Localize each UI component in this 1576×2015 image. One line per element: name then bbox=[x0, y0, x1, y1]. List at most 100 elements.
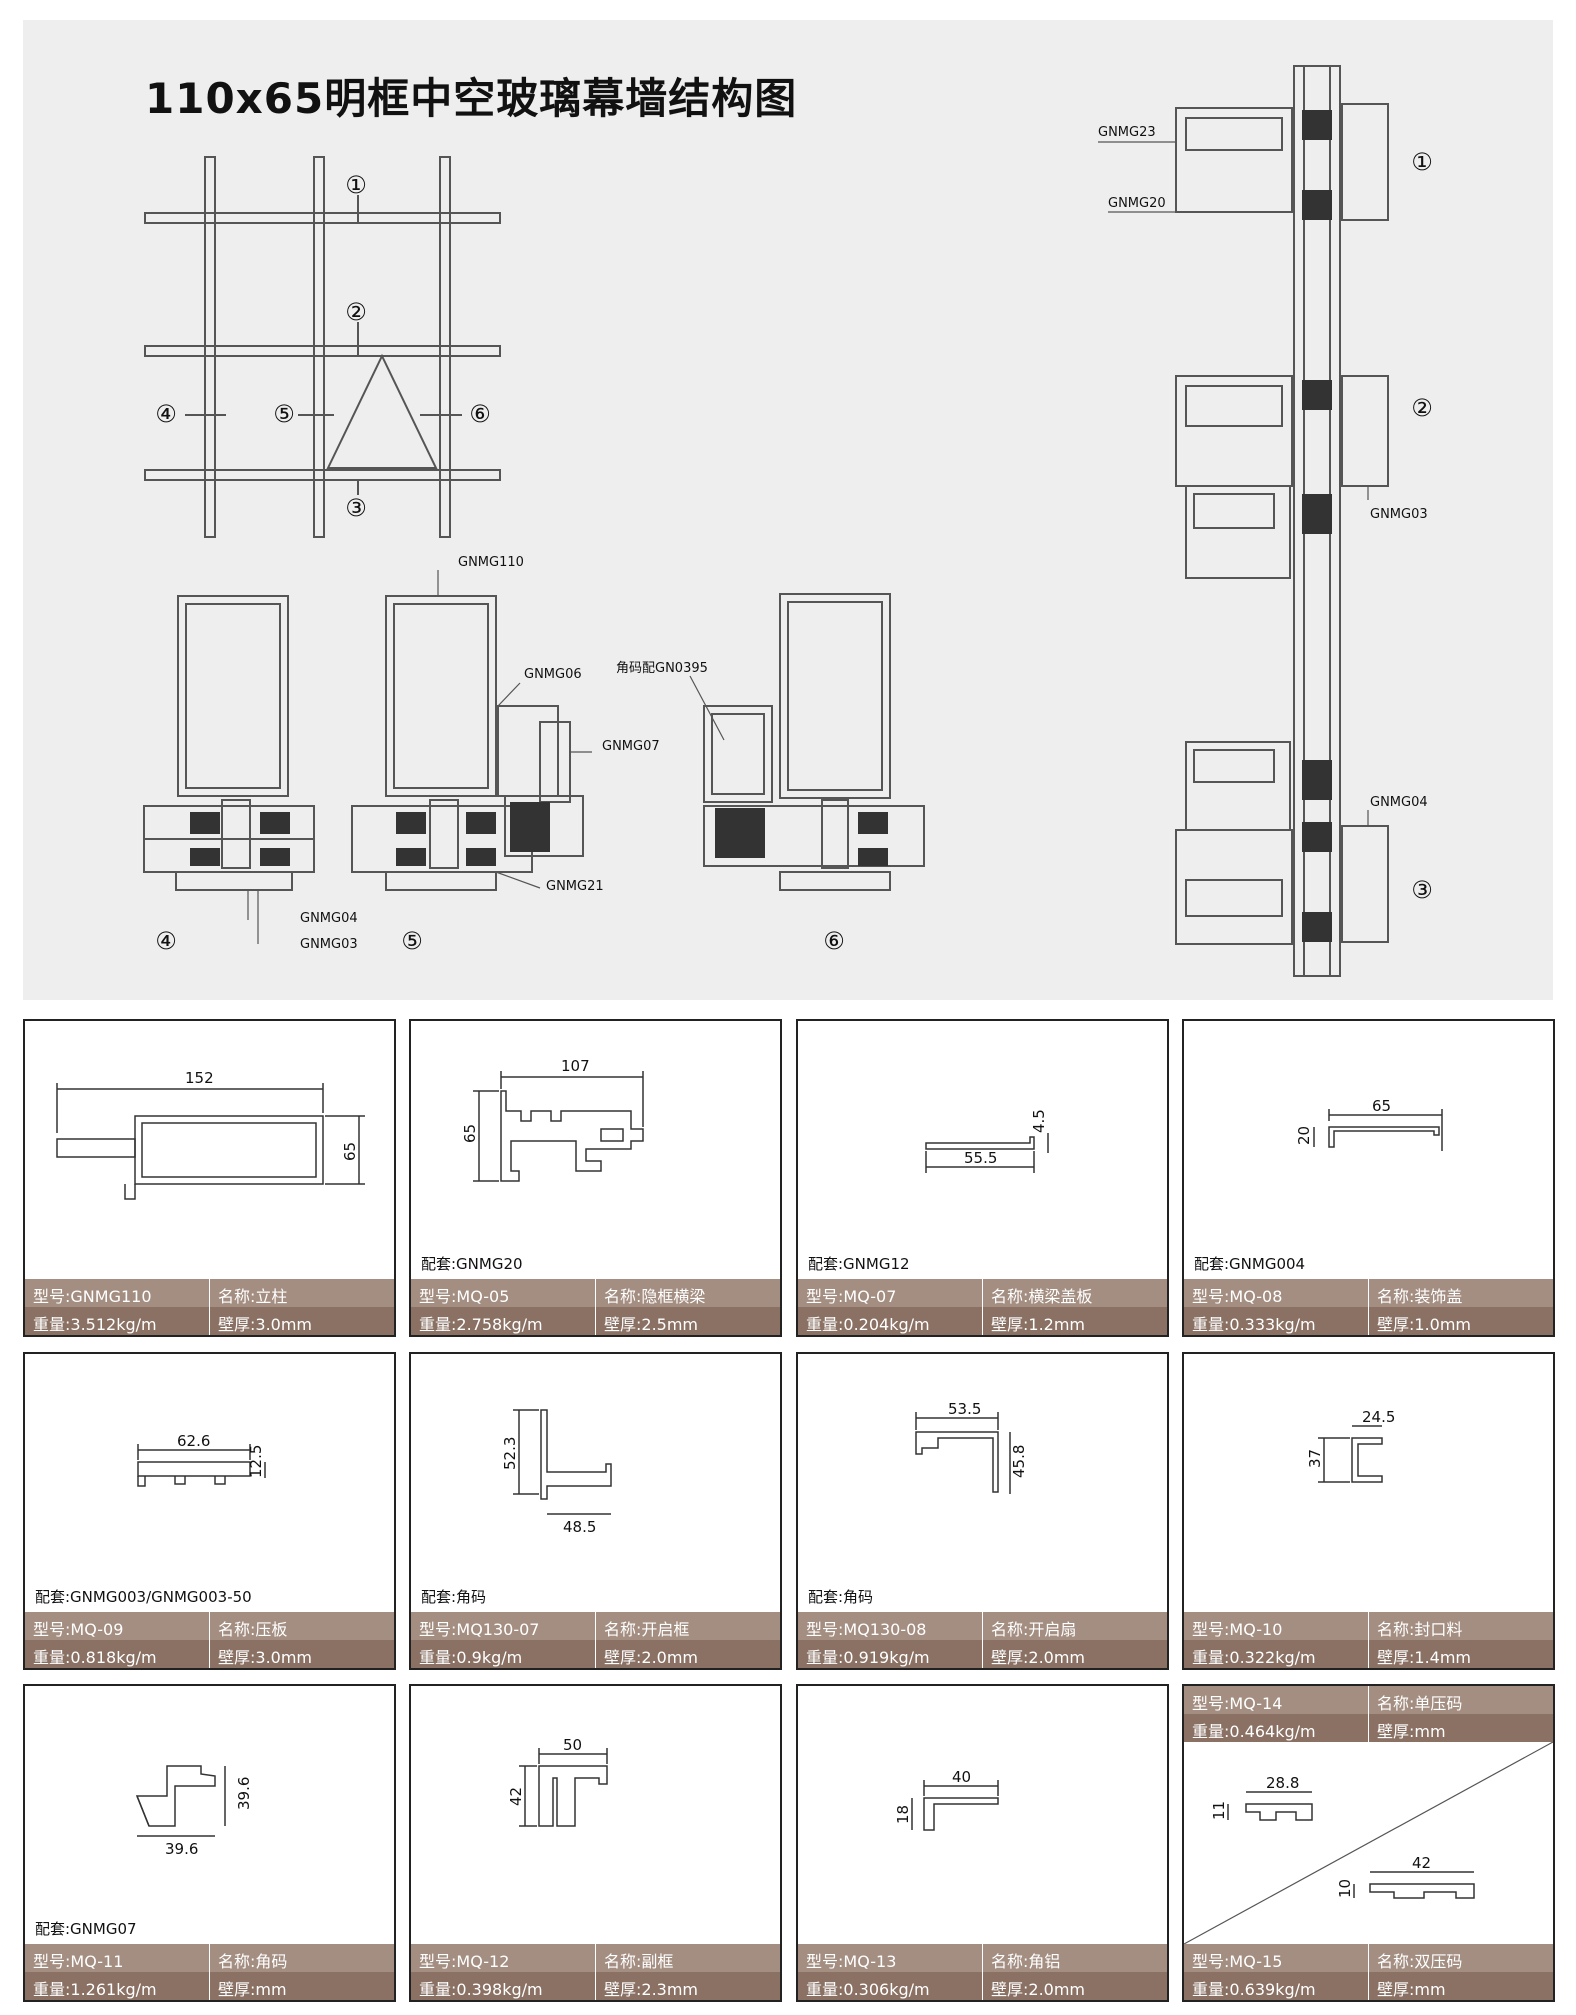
weight: 重量:0.322kg/m bbox=[1192, 1648, 1316, 1667]
thickness: 壁厚:3.0mm bbox=[218, 1648, 313, 1667]
name: 名称:单压码 bbox=[1377, 1694, 1463, 1713]
dim-height: 52.3 bbox=[501, 1437, 519, 1470]
dim-width: 24.5 bbox=[1362, 1408, 1395, 1426]
model: 型号:MQ-12 bbox=[419, 1952, 510, 1971]
dim-width: 40 bbox=[952, 1768, 971, 1786]
model: 型号:MQ130-07 bbox=[419, 1620, 540, 1639]
weight: 重量:0.464kg/m bbox=[1192, 1722, 1316, 1741]
thickness: 壁厚:3.0mm bbox=[218, 1315, 313, 1334]
dim-height: 18 bbox=[894, 1805, 912, 1824]
model: 型号:GNMG110 bbox=[33, 1287, 152, 1306]
name: 名称:立柱 bbox=[218, 1287, 288, 1306]
model: 型号:MQ130-08 bbox=[806, 1620, 927, 1639]
thickness: 壁厚:1.4mm bbox=[1377, 1648, 1472, 1667]
section-4 bbox=[143, 595, 315, 891]
thickness: 壁厚:2.0mm bbox=[991, 1648, 1086, 1667]
name: 名称:封口料 bbox=[1377, 1620, 1463, 1639]
name: 名称:双压码 bbox=[1377, 1952, 1463, 1971]
name: 名称:隐框横梁 bbox=[604, 1287, 706, 1306]
label-gnmg21: GNMG21 bbox=[546, 879, 604, 894]
model: 型号:MQ-13 bbox=[806, 1952, 897, 1971]
matching-profile: 配套:GNMG12 bbox=[808, 1255, 910, 1273]
dim-height: 20 bbox=[1295, 1126, 1313, 1145]
label-gnmg03-section: GNMG03 bbox=[300, 937, 358, 952]
spec-table: 型号:MQ130-08 名称:开启扇 重量:0.919kg/m 壁厚:2.0mm bbox=[798, 1612, 1167, 1668]
label-corner-cleat: 角码配GN0395 bbox=[616, 661, 708, 676]
dim-width: 50 bbox=[563, 1736, 582, 1754]
label-gnmg07: GNMG07 bbox=[602, 739, 660, 754]
vertical-section bbox=[1175, 65, 1389, 977]
page-title: 110x65明框中空玻璃幕墙结构图 bbox=[145, 74, 798, 123]
thickness: 壁厚:1.2mm bbox=[991, 1315, 1086, 1334]
dim-mq15-height: 10 bbox=[1336, 1879, 1354, 1898]
dim-width: 53.5 bbox=[948, 1400, 981, 1418]
weight: 重量:1.261kg/m bbox=[33, 1980, 157, 1999]
section-marker-4: ④ bbox=[155, 927, 177, 955]
thickness: 壁厚:2.0mm bbox=[991, 1980, 1086, 1999]
weight: 重量:0.333kg/m bbox=[1192, 1315, 1316, 1334]
matching-profile: 配套:GNMG004 bbox=[1194, 1255, 1306, 1273]
model: 型号:MQ-14 bbox=[1192, 1694, 1283, 1713]
thickness: 壁厚:2.0mm bbox=[604, 1648, 699, 1667]
spec-table: 型号:MQ-08 名称:装饰盖 重量:0.333kg/m 壁厚:1.0mm bbox=[1184, 1279, 1553, 1335]
label-gnmg20: GNMG20 bbox=[1108, 196, 1166, 211]
thickness: 壁厚:mm bbox=[1377, 1722, 1446, 1741]
weight: 重量:0.919kg/m bbox=[806, 1648, 930, 1667]
weight: 重量:2.758kg/m bbox=[419, 1315, 543, 1334]
dim-width: 62.6 bbox=[177, 1432, 210, 1450]
weight: 重量:0.306kg/m bbox=[806, 1980, 930, 1999]
thickness: 壁厚:2.5mm bbox=[604, 1315, 699, 1334]
name: 名称:开启扇 bbox=[991, 1620, 1077, 1639]
section-6 bbox=[703, 593, 925, 891]
name: 名称:副框 bbox=[604, 1952, 674, 1971]
dim-width: 48.5 bbox=[563, 1518, 596, 1536]
thickness: 壁厚:1.0mm bbox=[1377, 1315, 1472, 1334]
label-gnmg04-section: GNMG04 bbox=[300, 911, 358, 926]
structure-diagram: ① ② ③ ④ ⑤ ⑥ ④ ⑤ ⑥ ① ② ③ GNMG23 GNMG20 GN… bbox=[143, 65, 1433, 977]
grid-marker-3: ③ bbox=[345, 494, 367, 522]
spec-table: 型号:MQ-12 名称:副框 重量:0.398kg/m 壁厚:2.3mm bbox=[411, 1944, 780, 2000]
thickness: 壁厚:mm bbox=[218, 1980, 287, 1999]
model: 型号:MQ-15 bbox=[1192, 1952, 1283, 1971]
dim-width: 107 bbox=[561, 1057, 590, 1075]
dim-height: 37 bbox=[1306, 1449, 1324, 1468]
model: 型号:MQ-10 bbox=[1192, 1620, 1283, 1639]
model: 型号:MQ-08 bbox=[1192, 1287, 1283, 1306]
structure-diagram-panel bbox=[23, 20, 1553, 1000]
dim-mq14-width: 28.8 bbox=[1266, 1774, 1299, 1792]
dim-height: 45.8 bbox=[1010, 1445, 1028, 1478]
name: 名称:角码 bbox=[218, 1952, 288, 1971]
label-gnmg23: GNMG23 bbox=[1098, 125, 1156, 140]
profile-card-mq-10: 24.5 37 型号:MQ-10 名称:封口料 重量:0.322kg/m 壁厚:1.… bbox=[1182, 1352, 1555, 1670]
dim-height: 12.5 bbox=[247, 1445, 265, 1478]
thickness: 壁厚:2.3mm bbox=[604, 1980, 699, 1999]
section-marker-5: ⑤ bbox=[401, 927, 423, 955]
label-gnmg03-vertical: GNMG03 bbox=[1370, 507, 1428, 522]
weight: 重量:0.204kg/m bbox=[806, 1315, 930, 1334]
dim-height: 65 bbox=[461, 1124, 479, 1143]
label-gnmg110: GNMG110 bbox=[458, 555, 524, 570]
vertical-marker-3: ③ bbox=[1411, 876, 1433, 904]
dim-height: 65 bbox=[341, 1142, 359, 1161]
name: 名称:装饰盖 bbox=[1377, 1287, 1463, 1306]
grid-elevation bbox=[144, 156, 501, 538]
weight: 重量:0.398kg/m bbox=[419, 1980, 543, 1999]
matching-profile: 配套:GNMG20 bbox=[421, 1255, 523, 1273]
dim-width: 39.6 bbox=[165, 1840, 198, 1858]
dim-width: 152 bbox=[185, 1069, 214, 1087]
